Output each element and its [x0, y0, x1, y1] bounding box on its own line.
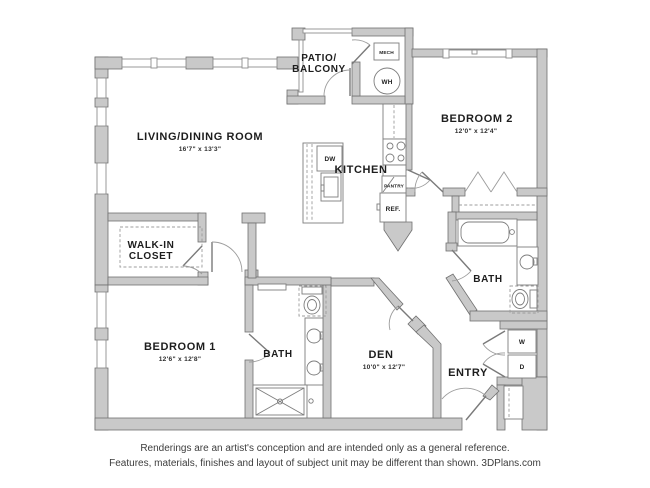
label-bedroom2: BEDROOM 2 [441, 113, 513, 125]
dishwasher [316, 145, 343, 172]
water-heater [373, 67, 401, 95]
windows-layer [96, 28, 513, 369]
wd-closet-doors [482, 330, 506, 378]
kitchen-counter [376, 103, 407, 223]
label-bath2: BATH [473, 274, 502, 285]
entry-door [441, 387, 487, 421]
patio-railing [298, 39, 304, 93]
mech-door [351, 39, 371, 65]
label-patio-line1: PATIO/ [301, 53, 336, 64]
bath1-vanity [304, 317, 324, 386]
mech-box [373, 42, 400, 61]
walkin-closet-door [182, 245, 203, 275]
label-walkin-line1: WALK-IN [128, 240, 175, 251]
label-ref: REF. [386, 206, 401, 213]
doors-layer [182, 39, 518, 421]
bath2-toilet [509, 285, 539, 314]
suite-door [211, 241, 243, 273]
label-patio-line2: BALCONY [292, 64, 346, 75]
disclaimer-line2: Features, materials, finishes and layout… [109, 458, 541, 469]
labels-layer: LIVING/DINING ROOM 16'7" x 13'3" PATIO/ … [128, 50, 526, 379]
label-bedroom2-dims: 12'0" x 12'4" [455, 128, 498, 135]
bathtub [457, 218, 518, 247]
bath2-vanity [516, 246, 539, 286]
window-mullion [150, 57, 158, 69]
disclaimer: Renderings are an artist's conception an… [0, 441, 650, 471]
label-den: DEN [368, 349, 393, 361]
kitchen-island [302, 142, 344, 224]
label-washer: W [519, 339, 526, 346]
bath1-toilet [298, 285, 327, 317]
bath1-niche [257, 283, 287, 291]
shower [252, 384, 314, 419]
label-den-dims: 10'0" x 12'7" [363, 364, 406, 371]
patio-railing [302, 28, 353, 34]
bedroom2-closet-bifold-doors [464, 171, 518, 193]
label-entry: ENTRY [448, 367, 488, 379]
label-wh: WH [381, 79, 392, 86]
label-bedroom1: BEDROOM 1 [144, 341, 216, 353]
den-door [388, 305, 414, 331]
washer-box [507, 329, 537, 354]
label-mech: MECH [379, 50, 394, 56]
label-walkin-line2: CLOSET [129, 251, 173, 262]
disclaimer-line1: Renderings are an artist's conception an… [140, 443, 510, 454]
range [382, 138, 407, 166]
bedroom2-door [414, 171, 444, 193]
bath1-door [248, 333, 271, 363]
patio-door [323, 68, 351, 97]
label-dryer: D [520, 364, 525, 371]
label-kitchen: KITCHEN [334, 164, 387, 176]
label-dw: DW [324, 156, 336, 163]
refrigerator [376, 192, 407, 223]
bath2-door [451, 249, 472, 282]
label-bedroom1-dims: 12'6" x 12'8" [159, 356, 202, 363]
island-sink [320, 172, 342, 202]
label-living-dims: 16'7" x 13'3" [179, 146, 222, 153]
dryer-box [507, 354, 537, 379]
window-mullion [241, 57, 249, 69]
label-living-room: LIVING/DINING ROOM [137, 131, 263, 143]
label-pantry: PANTRY [384, 184, 404, 190]
entry-closet [503, 385, 524, 420]
kitchen-hall-door [407, 169, 431, 189]
label-bath1: BATH [263, 349, 292, 360]
fixtures-layer [119, 42, 539, 420]
walkin-shelves [119, 226, 203, 268]
